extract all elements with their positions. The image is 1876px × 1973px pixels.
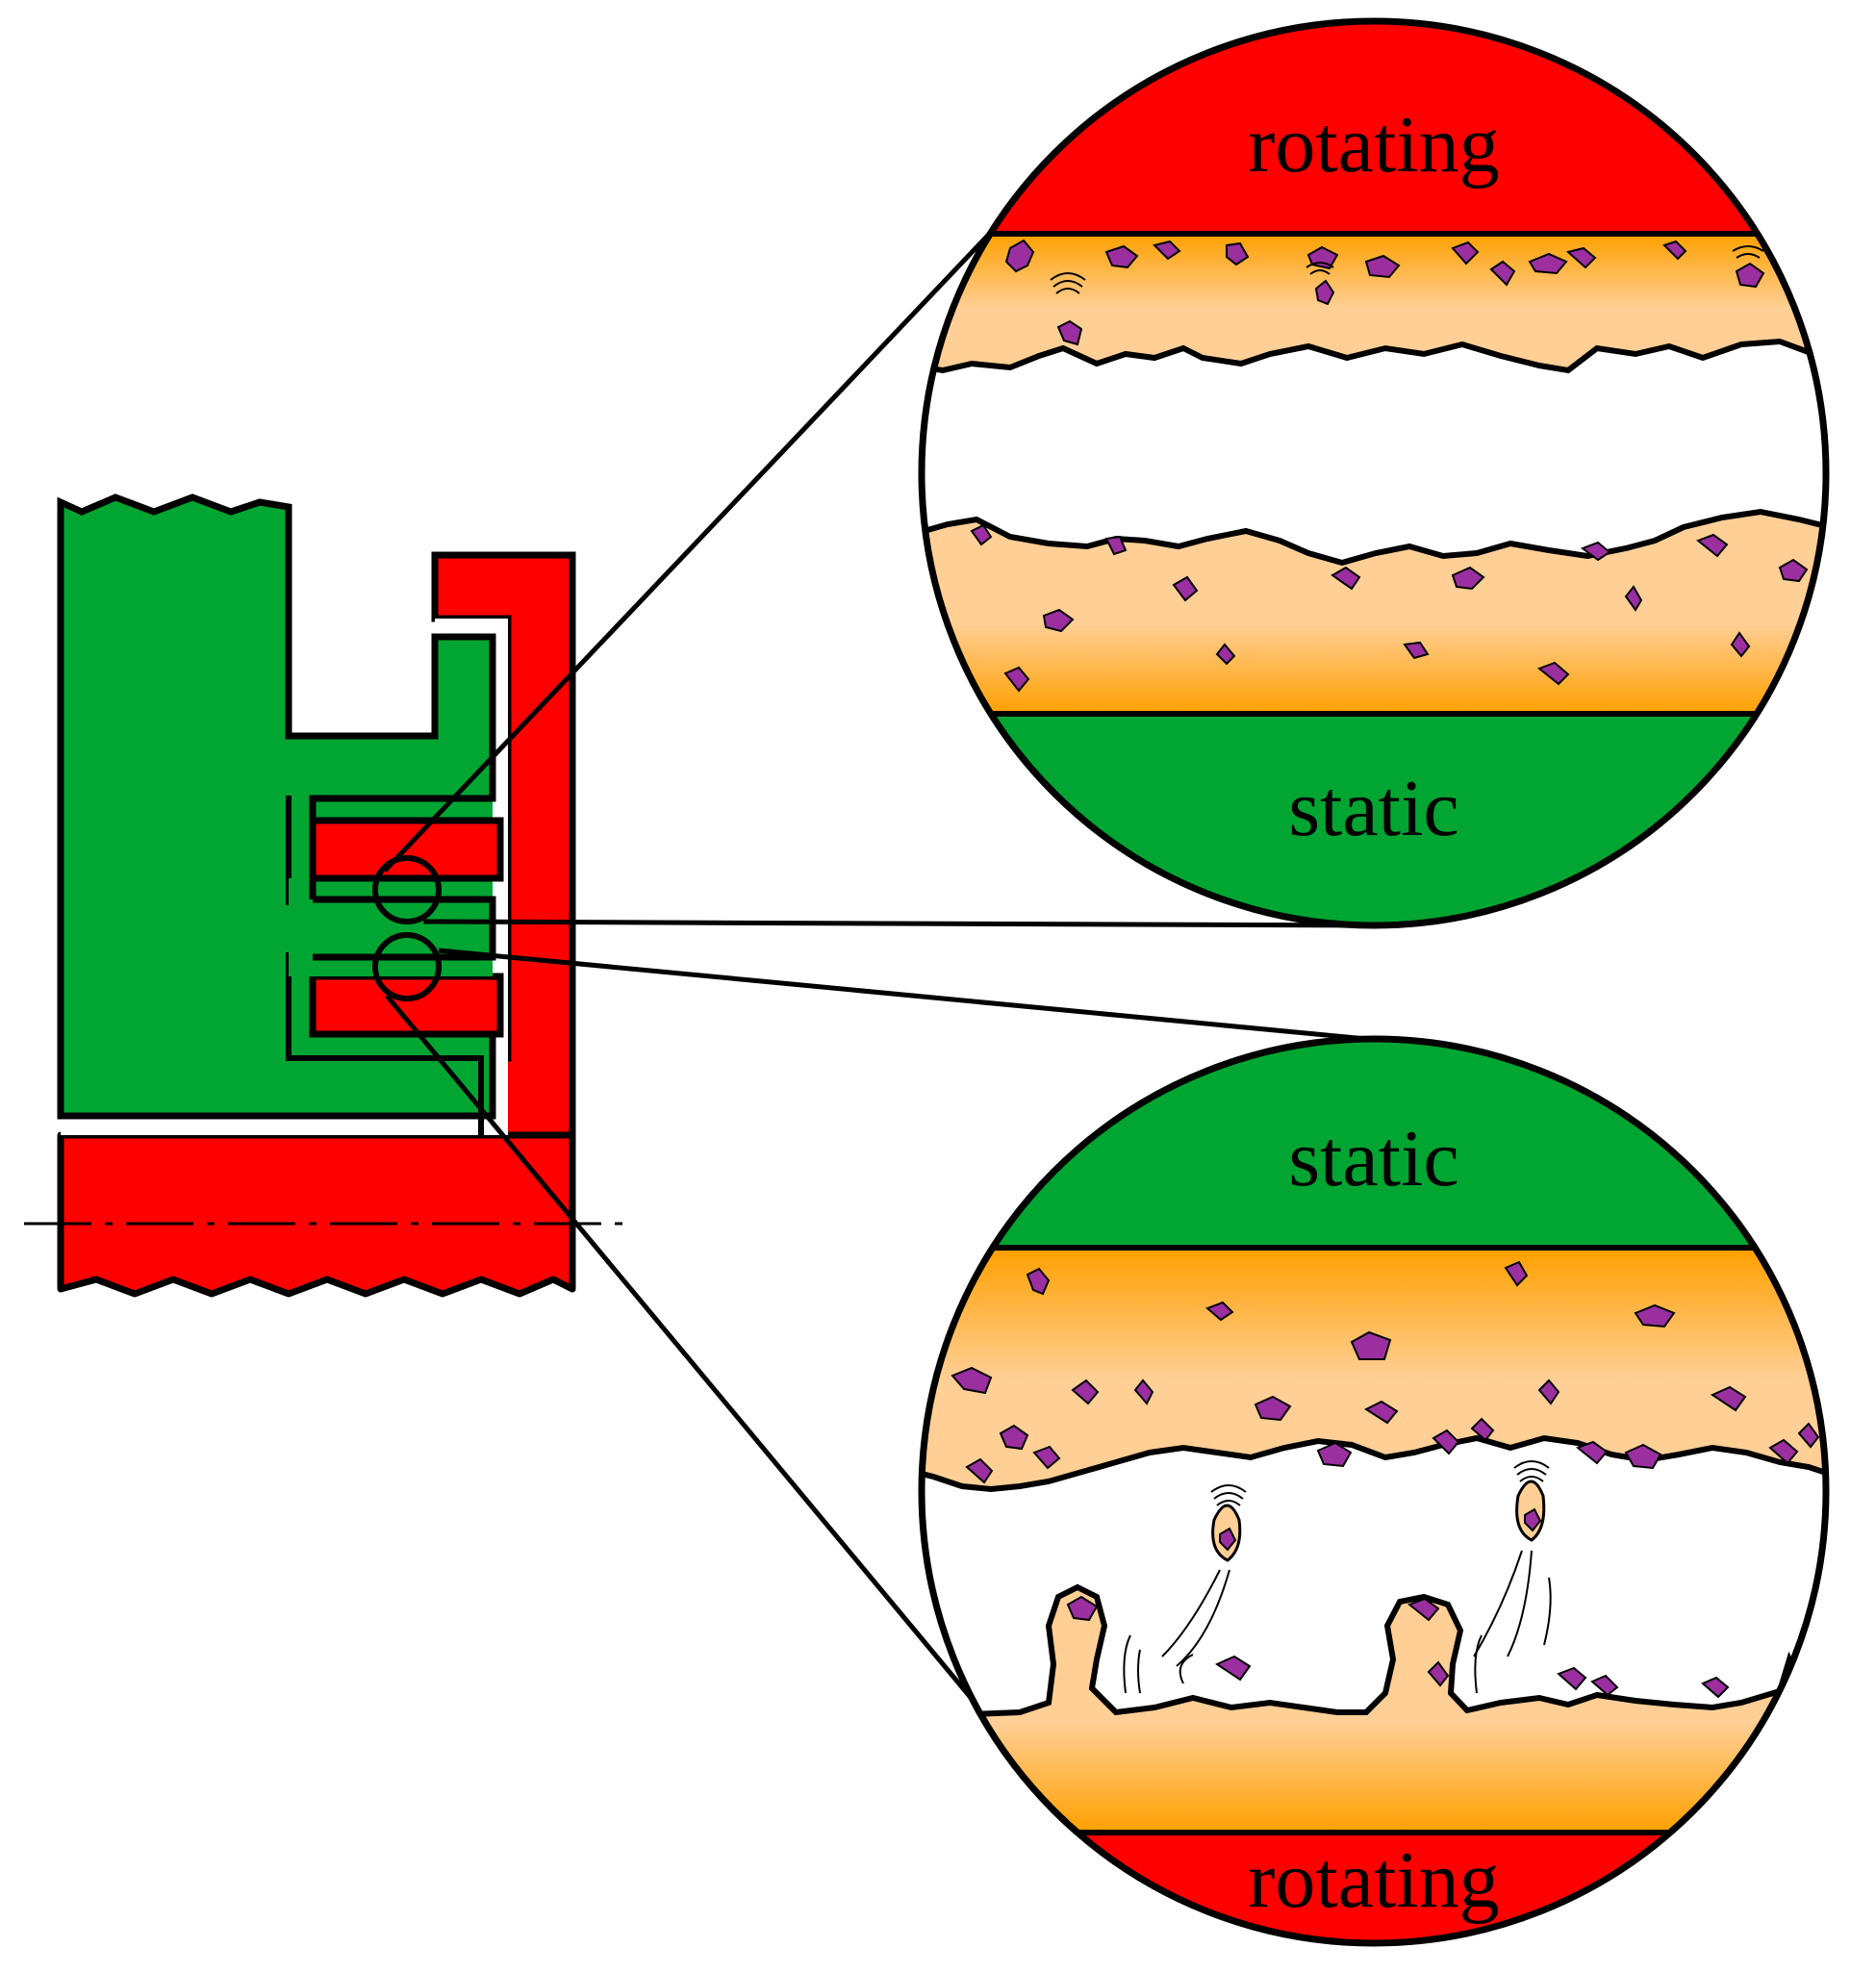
particle	[970, 523, 993, 546]
impact-mark	[1513, 1460, 1550, 1482]
detail-top-rotating-label: rotating	[1248, 100, 1499, 190]
particle	[951, 1366, 993, 1395]
particle	[1735, 262, 1765, 289]
particle	[1314, 279, 1335, 306]
particle	[1205, 1301, 1234, 1322]
impact-marks	[1210, 1460, 1550, 1506]
tooth-a	[309, 817, 504, 882]
particle	[1254, 1395, 1292, 1422]
impact-mark	[1210, 1484, 1247, 1506]
detail-bottom-upper-coating	[922, 1245, 1826, 1493]
labyrinth-seal	[24, 493, 625, 1298]
particle	[1524, 1507, 1542, 1532]
particle	[1042, 608, 1075, 633]
particle	[1219, 1527, 1237, 1552]
particle	[1214, 1655, 1252, 1682]
particle	[1576, 1440, 1609, 1465]
particle	[1624, 1443, 1662, 1470]
impact-mark	[1050, 272, 1086, 294]
particle	[1331, 566, 1361, 591]
particle	[1557, 1666, 1587, 1691]
particle	[1364, 254, 1401, 279]
motion-trail	[1474, 1634, 1483, 1694]
motion-trail	[1161, 1569, 1230, 1684]
particle	[1363, 1400, 1399, 1425]
detail-bottom-circle	[918, 1035, 1830, 1947]
detail-top-upper-coating	[922, 231, 1826, 374]
particle	[1451, 566, 1485, 591]
particle	[1226, 241, 1250, 266]
particle	[1590, 1674, 1619, 1697]
motion-trails	[1123, 1550, 1552, 1694]
particle	[1003, 666, 1030, 693]
particle	[1071, 1379, 1100, 1405]
particle	[1797, 1422, 1820, 1449]
particle	[1403, 641, 1430, 660]
impact-mark	[1732, 245, 1764, 259]
particle	[1026, 1267, 1051, 1296]
detail-bottom-particles	[951, 1260, 1820, 1699]
detail-bottom-ejected-particles	[1123, 1460, 1552, 1694]
connector-top-lower	[422, 919, 1367, 928]
particle	[1470, 1417, 1495, 1442]
connector-bottom-lower	[385, 994, 1017, 1753]
particle	[965, 1457, 994, 1484]
detail-top-particles	[970, 239, 1809, 693]
particle	[1407, 1597, 1440, 1622]
particle	[1032, 1445, 1061, 1470]
detail-bottom: static rotating	[918, 1035, 1830, 1947]
particle	[1565, 246, 1597, 269]
detail-top: rotating static	[918, 17, 1830, 929]
particle	[1451, 240, 1480, 266]
particle	[1701, 1676, 1730, 1699]
particle	[1634, 1303, 1676, 1328]
particle	[1624, 585, 1643, 612]
detail-top-static-label: static	[1288, 764, 1458, 853]
particle	[1066, 1595, 1099, 1622]
particle	[1215, 643, 1236, 666]
particle	[1104, 244, 1139, 269]
particle	[1696, 533, 1729, 558]
detail-bottom-rotating-label: rotating	[1248, 1835, 1499, 1925]
particle	[1662, 240, 1687, 261]
impact-mark	[1306, 262, 1334, 275]
particle	[1056, 319, 1083, 346]
motion-trail	[1473, 1550, 1552, 1657]
particle	[1537, 1379, 1560, 1405]
particle	[1778, 558, 1809, 583]
particle	[1172, 575, 1199, 602]
tooth-b	[309, 973, 504, 1038]
particle	[1350, 1330, 1392, 1360]
particle	[1153, 240, 1181, 261]
particle	[1537, 661, 1570, 686]
zoom-circle-top	[372, 855, 442, 924]
particle	[1580, 541, 1611, 562]
detail-top-lower-coating	[922, 508, 1826, 717]
particle	[1133, 1379, 1154, 1405]
static-fin-outline	[313, 896, 496, 961]
particle	[1730, 631, 1751, 658]
motion-trail	[1123, 1634, 1141, 1694]
particle	[1504, 1260, 1529, 1287]
particle	[1768, 1438, 1799, 1465]
rotating-shaft	[57, 1131, 576, 1298]
connector-top-upper	[383, 205, 1017, 873]
particle	[1432, 1429, 1460, 1455]
particle	[1104, 535, 1128, 556]
particle	[1427, 1660, 1450, 1687]
detail-top-impact-marks	[1050, 245, 1764, 294]
particle	[1528, 252, 1568, 275]
zoom-circle-bottom	[372, 932, 442, 1001]
particle	[1489, 260, 1516, 287]
detail-top-circle	[918, 17, 1830, 929]
particle	[1710, 1385, 1747, 1412]
particle	[999, 1424, 1029, 1451]
connector-lines	[383, 205, 1367, 1753]
particle	[1316, 1441, 1353, 1468]
connector-bottom-upper	[438, 948, 1367, 1042]
detail-bottom-static-label: static	[1288, 1114, 1458, 1203]
particle	[1004, 239, 1035, 273]
detail-bottom-lower-coating	[922, 1583, 1826, 1835]
